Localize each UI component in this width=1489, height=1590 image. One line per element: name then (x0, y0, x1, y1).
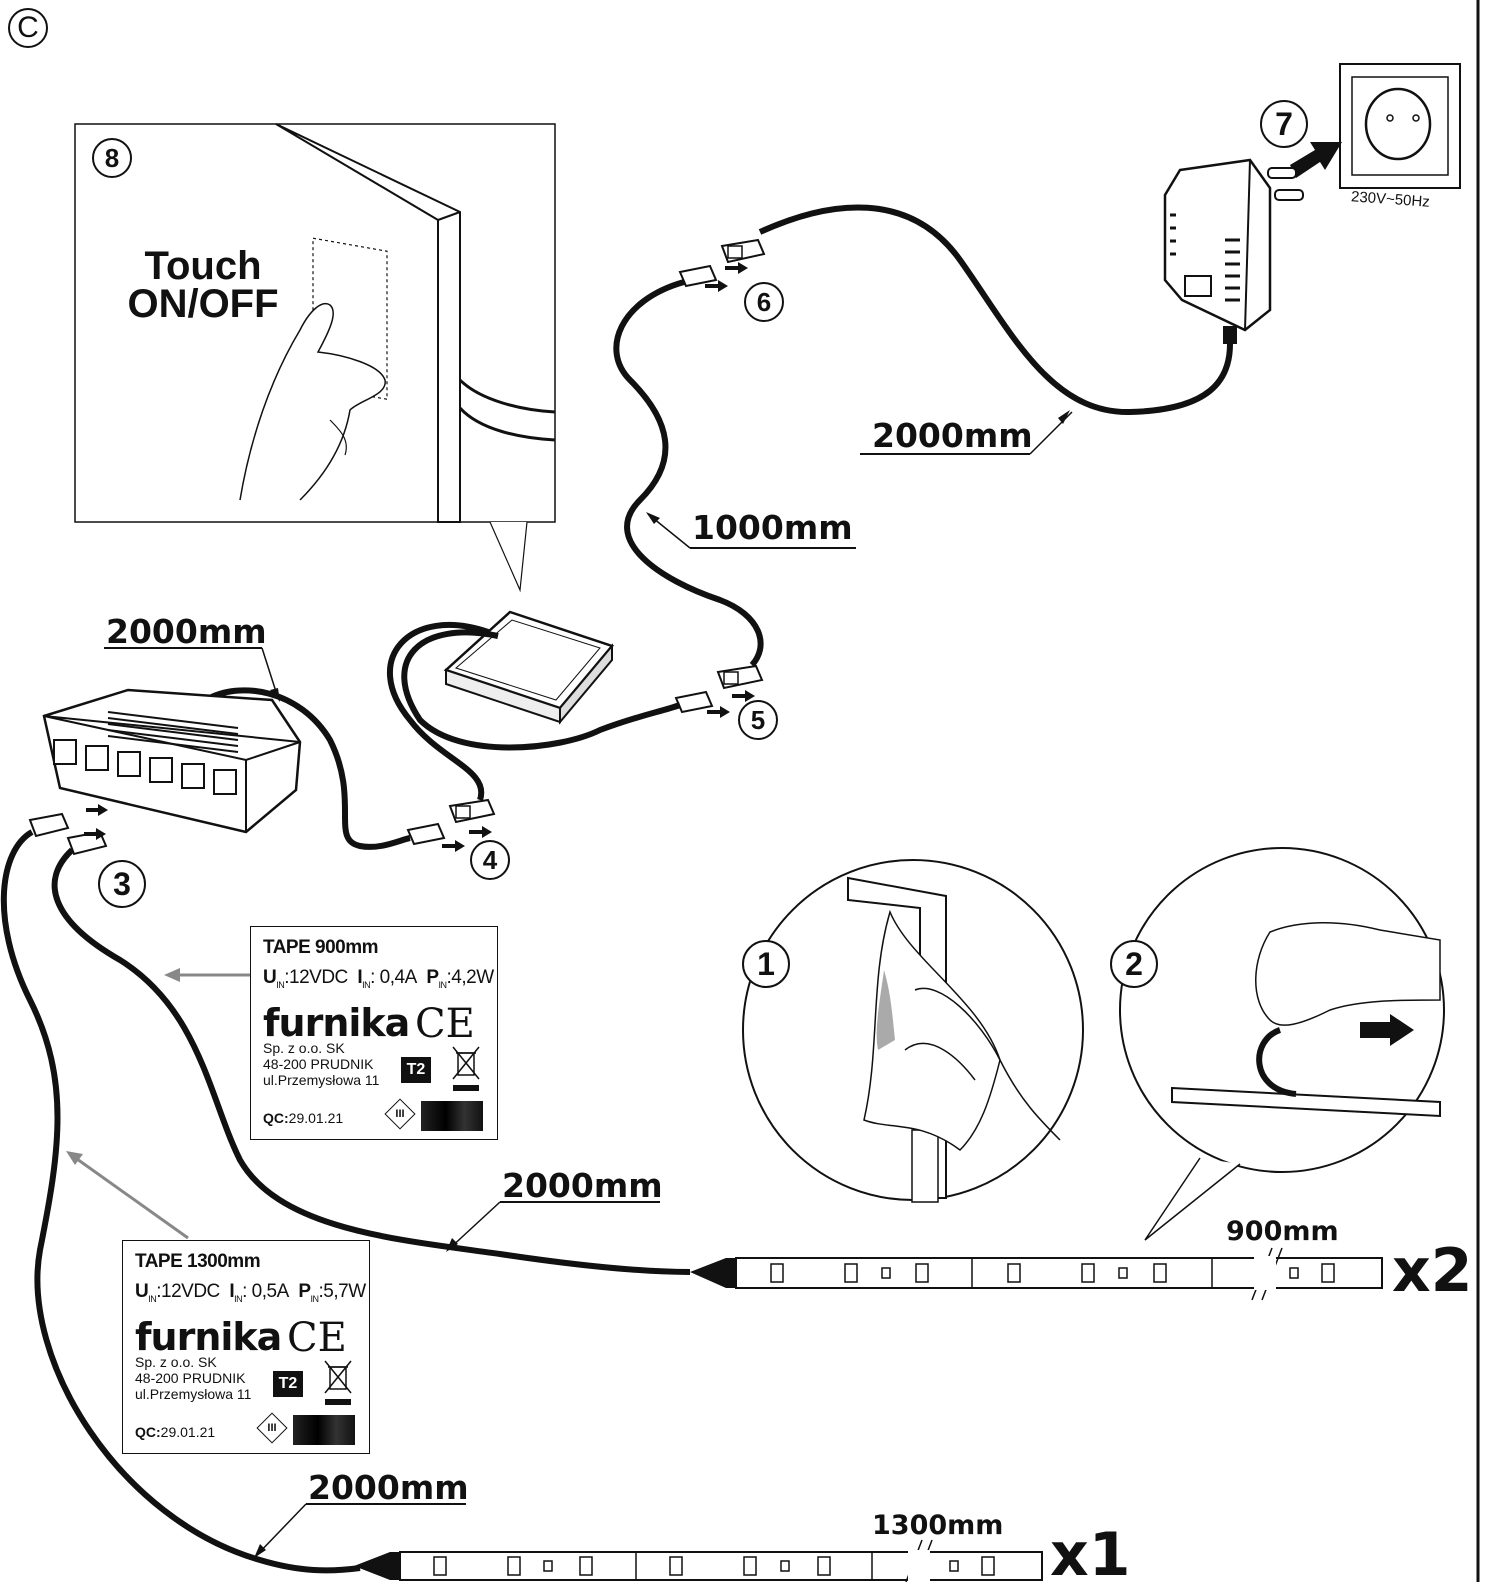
label-title: TAPE 900mm (263, 937, 379, 958)
wall-socket (1339, 63, 1461, 189)
tape-900-cable-length: 2000mm (502, 1166, 663, 1205)
class-iii-symbol: III (384, 1098, 416, 1130)
touch-text-line1: Touch (144, 244, 262, 288)
adapter-cable (758, 204, 1233, 416)
led-tape-900 (690, 1247, 1383, 1301)
qc-date: QC:29.01.21 (135, 1424, 216, 1440)
product-label-1300: TAPE 1300mm UIN:12VDC IIN: 0,5A PIN:5,7W… (122, 1240, 370, 1454)
ce-mark: CE (287, 1315, 347, 1361)
t2-badge: T2 (401, 1057, 431, 1083)
distributor-cable (204, 687, 411, 850)
tape-1300-multiplier: x1 (1050, 1520, 1131, 1590)
serial-barcode (293, 1415, 355, 1445)
step-8-badge: 8 (92, 138, 132, 178)
label-specs: UIN:12VDC IIN: 0,5A PIN:5,7W (135, 1281, 366, 1304)
distributor-box (42, 688, 302, 834)
switch-cable (613, 279, 764, 668)
touch-text-line2: ON/OFF (127, 282, 279, 326)
product-label-900: TAPE 900mm UIN:12VDC IIN: 0,4A PIN:4,2W … (250, 926, 498, 1140)
tape-900-length: 900mm (1226, 1216, 1339, 1247)
step-1-badge: 1 (742, 940, 790, 988)
t2-badge: T2 (273, 1371, 303, 1397)
brand-logo: furnika (263, 1001, 410, 1045)
weee-bin-icon (452, 1046, 480, 1091)
qc-date: QC:29.01.21 (263, 1110, 344, 1126)
switch-lead-a (387, 621, 489, 801)
class-iii-symbol: III (256, 1412, 288, 1444)
label-specs: UIN:12VDC IIN: 0,4A PIN:4,2W (263, 967, 494, 990)
tape-1300-cable (0, 829, 361, 1574)
peeling-illustration (1119, 847, 1445, 1241)
label-title: TAPE 1300mm (135, 1251, 261, 1272)
connector-pair-4 (406, 798, 496, 852)
led-tape-1300 (354, 1539, 1043, 1582)
serial-barcode (421, 1101, 483, 1131)
weee-bin-icon (324, 1360, 352, 1405)
step-5-badge: 5 (738, 700, 778, 740)
switch-cable-length: 1000mm (692, 508, 853, 547)
connector-pair-6 (678, 238, 766, 292)
tape-1300-cable-length: 2000mm (308, 1468, 469, 1507)
tape-900-cable (51, 847, 691, 1275)
step-2-badge: 2 (1110, 940, 1158, 988)
tape-900-multiplier: x2 (1392, 1236, 1473, 1306)
plug-in-arrow (1290, 142, 1342, 178)
brand-logo: furnika (135, 1315, 282, 1359)
step-4-badge: 4 (470, 840, 510, 880)
step-7-badge: 7 (1260, 100, 1308, 148)
distributor-cable-length: 2000mm (106, 612, 267, 651)
ce-mark: CE (415, 1001, 475, 1047)
touch-panel-illustration (74, 123, 556, 593)
step-6-badge: 6 (744, 282, 784, 322)
switch-lead-b (401, 629, 681, 751)
adapter-cable-length: 2000mm (872, 416, 1033, 455)
corner-mark: C (8, 8, 48, 48)
connector-pair-5 (674, 664, 764, 718)
power-adapter (1163, 158, 1304, 344)
distributor-plugs (28, 804, 108, 856)
cleaning-illustration (742, 859, 1084, 1203)
tape-1300-length: 1300mm (872, 1510, 1004, 1541)
step-3-badge: 3 (98, 860, 146, 908)
